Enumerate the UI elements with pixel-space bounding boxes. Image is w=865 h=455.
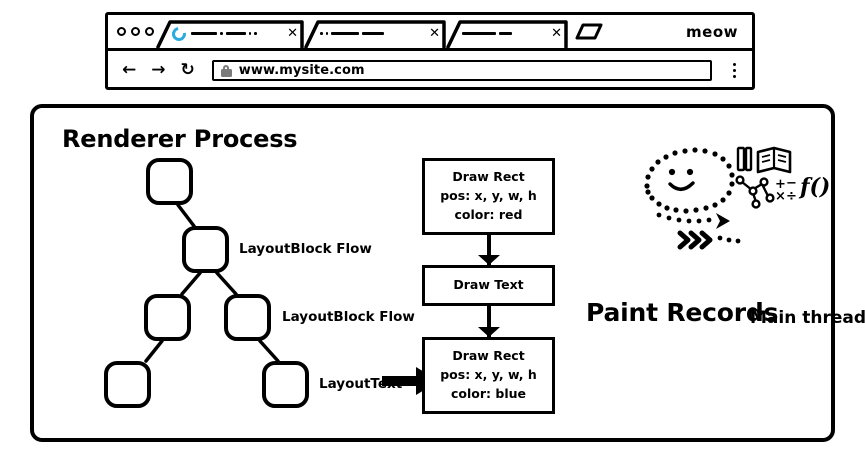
window-control-dot-1[interactable] <box>117 27 126 36</box>
paint-record-box-3: Draw Rect pos: x, y, w, h color: blue <box>422 337 555 414</box>
layout-tree-diagram: LayoutBlock Flow LayoutBlock Flow Layout… <box>54 153 434 443</box>
layout-tree-label-block-flow-2: LayoutBlock Flow <box>282 309 415 325</box>
paint-record-connector-1 <box>487 235 491 265</box>
reload-icon[interactable]: ↻ <box>180 60 195 80</box>
svg-text:÷: ÷ <box>786 189 797 204</box>
layout-tree-node-block-flow-2 <box>144 294 191 341</box>
paint-record-1-line-1: Draw Rect <box>452 169 525 185</box>
new-tab-icon[interactable] <box>574 23 604 40</box>
address-bar[interactable]: www.mysite.com <box>211 60 712 81</box>
padlock-icon <box>220 64 232 77</box>
tab-title-2 <box>320 27 424 41</box>
window-control-dot-2[interactable] <box>131 27 140 36</box>
dotted-blob-smiley-icon: + − × ÷ f() <box>644 146 830 250</box>
svg-text:×: × <box>775 189 786 204</box>
paint-record-arrowhead-2 <box>478 327 500 337</box>
tab-strip: ✕ ✕ <box>108 15 752 51</box>
browser-window: ✕ ✕ <box>105 12 755 90</box>
main-thread-label: Main thread <box>750 308 865 328</box>
paint-record-3-line-1: Draw Rect <box>452 348 525 364</box>
back-icon[interactable]: ← <box>122 60 137 80</box>
browser-tab-1[interactable]: ✕ <box>156 19 304 48</box>
function-icon: f() <box>798 174 830 200</box>
browser-toolbar: ← → ↻ www.mysite.com <box>108 51 752 90</box>
svg-text:f(): f() <box>798 174 830 200</box>
layout-tree-node-text-1 <box>104 361 151 408</box>
loading-spinner-icon <box>172 27 186 41</box>
paint-record-1-line-3: color: red <box>454 206 523 222</box>
layout-tree-node-root <box>146 158 193 205</box>
paint-record-connector-2 <box>487 306 491 337</box>
svg-text:+: + <box>775 177 786 192</box>
tab-close-icon-1[interactable]: ✕ <box>287 26 298 41</box>
paint-records-heading: Paint Records <box>586 298 779 327</box>
url-input[interactable]: www.mysite.com <box>238 63 365 78</box>
page-title: Renderer Process <box>62 125 298 153</box>
books-icon <box>736 146 753 172</box>
tab-close-icon-3[interactable]: ✕ <box>551 26 562 41</box>
paint-record-1-line-2: pos: x, y, w, h <box>440 188 537 204</box>
layout-tree-node-block-flow-1 <box>182 226 229 273</box>
window-controls[interactable] <box>108 27 156 36</box>
paint-record-box-1: Draw Rect pos: x, y, w, h color: red <box>422 158 555 235</box>
paint-record-3-line-2: pos: x, y, w, h <box>440 367 537 383</box>
layout-tree-label-block-flow-1: LayoutBlock Flow <box>239 241 372 257</box>
svg-text:−: − <box>786 176 797 191</box>
layout-tree-edges <box>144 203 280 363</box>
tab-close-icon-2[interactable]: ✕ <box>429 26 440 41</box>
node-tree-icon <box>735 175 775 209</box>
browser-tab-3[interactable]: ✕ <box>446 19 568 48</box>
paint-record-3-line-3: color: blue <box>451 385 526 401</box>
math-symbols-icon: + − × ÷ <box>775 176 797 204</box>
three-dot-menu-icon[interactable] <box>727 63 742 78</box>
paint-record-box-2: Draw Text <box>422 265 555 306</box>
open-book-icon <box>756 146 792 174</box>
renderer-process-panel: Renderer Process LayoutBlock Flow Layout… <box>30 104 865 443</box>
browser-tab-2[interactable]: ✕ <box>304 19 446 48</box>
browser-brand-label: meow <box>686 22 738 41</box>
layout-tree-label-text: LayoutText <box>319 376 403 392</box>
forward-icon[interactable]: → <box>151 60 166 80</box>
tab-title-1 <box>191 27 282 41</box>
layout-tree-node-text-2 <box>262 361 309 408</box>
window-control-dot-3[interactable] <box>145 27 154 36</box>
tab-title-3 <box>462 27 546 41</box>
layout-tree-node-block-flow-3 <box>224 294 271 341</box>
paint-record-arrowhead-1 <box>478 255 500 265</box>
paint-record-2-line-1: Draw Text <box>453 277 524 293</box>
